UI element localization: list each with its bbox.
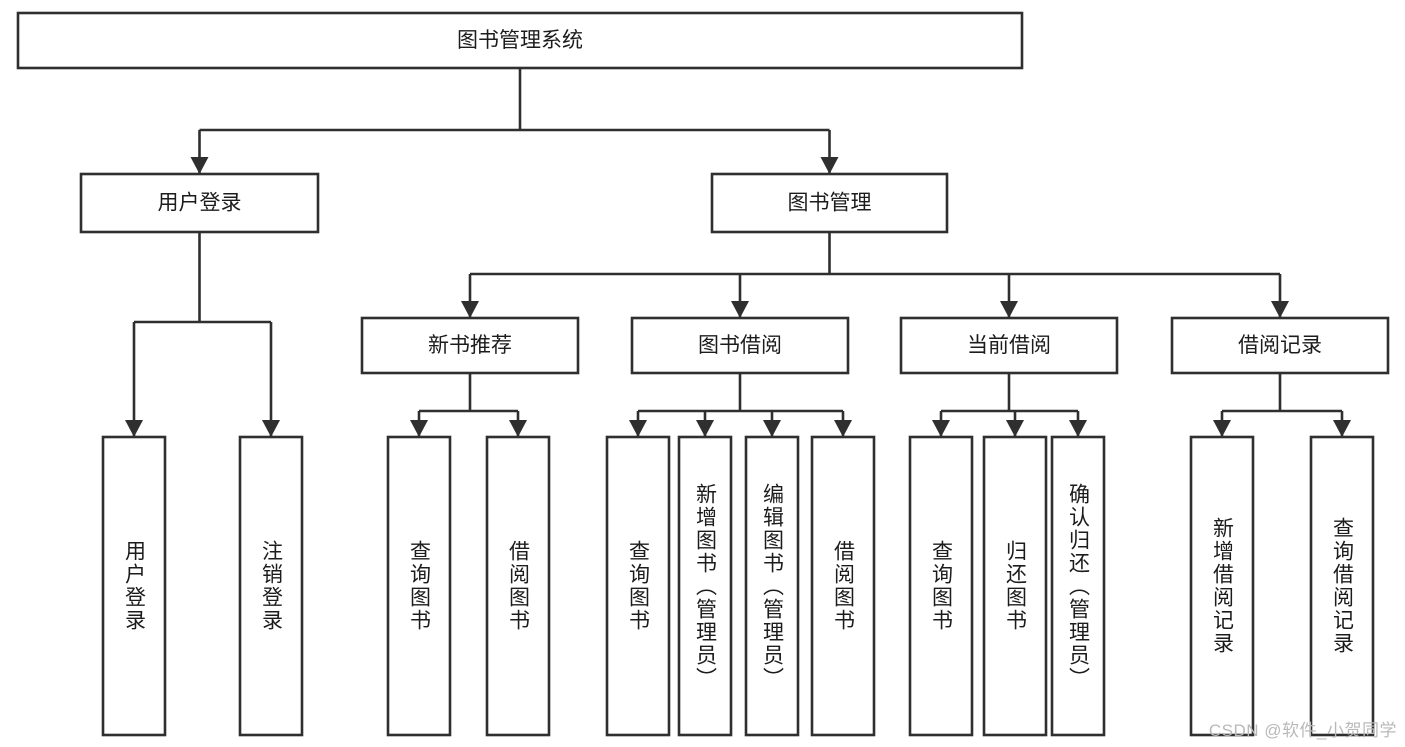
node-label-book-manage: 图书管理 <box>788 192 872 215</box>
node-box-leaf-query-book-borrow[interactable] <box>605 435 671 737</box>
node-box-leaf-add-book-admin[interactable] <box>677 435 733 737</box>
node-box-leaf-borrow-book-recommend[interactable] <box>485 435 551 737</box>
node-box-leaf-query-borrow-record[interactable] <box>1309 435 1375 737</box>
node-label-user-login: 用户登录 <box>158 192 242 215</box>
node-leaf-confirm-return-admin[interactable] <box>1050 435 1106 737</box>
arrow-icon-new-book-recommend <box>461 301 479 318</box>
arrow-icon-current-borrow <box>1000 301 1018 318</box>
node-leaf-query-book-recommend[interactable] <box>386 435 452 737</box>
arrow-icon-leaf-borrow-book <box>834 420 852 437</box>
csdn-watermark: CSDN @软件_小贺同学 <box>1208 721 1397 740</box>
node-label-new-book-recommend: 新书推荐 <box>428 334 512 357</box>
node-leaf-query-borrow-record[interactable] <box>1309 435 1375 737</box>
node-box-current-borrow[interactable] <box>899 316 1119 375</box>
node-box-borrow-record[interactable] <box>1170 316 1390 375</box>
node-leaf-query-book-current[interactable] <box>908 435 974 737</box>
node-box-user-login[interactable] <box>79 172 320 234</box>
arrow-icon-book-manage <box>820 157 839 174</box>
arrow-icon-leaf-add-book-admin <box>696 420 714 437</box>
node-leaf-query-book-borrow[interactable] <box>605 435 671 737</box>
connector-layer <box>125 68 1351 437</box>
node-book-borrow[interactable]: 图书借阅 <box>630 316 850 375</box>
node-box-book-borrow[interactable] <box>630 316 850 375</box>
arrow-icon-borrow-record <box>1271 301 1289 318</box>
node-new-book-recommend[interactable]: 新书推荐 <box>360 316 580 375</box>
node-box-leaf-edit-book-admin[interactable] <box>744 435 800 737</box>
node-leaf-borrow-book-recommend[interactable] <box>485 435 551 737</box>
node-box-root[interactable] <box>16 11 1024 70</box>
arrow-icon-leaf-query-book-recommend <box>410 420 428 437</box>
node-borrow-record[interactable]: 借阅记录 <box>1170 316 1390 375</box>
node-leaf-return-book[interactable] <box>982 435 1048 737</box>
node-box-leaf-borrow-book[interactable] <box>810 435 876 737</box>
arrow-icon-book-borrow <box>731 301 749 318</box>
arrow-icon-leaf-add-borrow-record <box>1213 420 1231 437</box>
node-box-leaf-add-borrow-record[interactable] <box>1189 435 1255 737</box>
arrow-icon-user-login <box>190 157 209 174</box>
arrow-icon-leaf-edit-book-admin <box>763 420 781 437</box>
node-box-new-book-recommend[interactable] <box>360 316 580 375</box>
arrow-icon-leaf-logout <box>262 420 280 437</box>
node-box-leaf-logout[interactable] <box>238 435 304 737</box>
node-leaf-logout[interactable] <box>238 435 304 737</box>
arrow-icon-leaf-query-book-borrow <box>629 420 647 437</box>
node-label-current-borrow: 当前借阅 <box>967 334 1051 357</box>
node-leaf-add-book-admin[interactable] <box>677 435 733 737</box>
node-box-leaf-user-login[interactable] <box>101 435 167 737</box>
node-leaf-borrow-book[interactable] <box>810 435 876 737</box>
arrow-icon-leaf-borrow-book-recommend <box>509 420 527 437</box>
node-label-book-borrow: 图书借阅 <box>698 334 782 357</box>
arrow-icon-leaf-user-login <box>125 420 143 437</box>
node-label-borrow-record: 借阅记录 <box>1238 334 1322 357</box>
arrow-icon-leaf-return-book <box>1006 420 1024 437</box>
node-box-leaf-return-book[interactable] <box>982 435 1048 737</box>
arrow-icon-leaf-query-book-current <box>932 420 950 437</box>
node-leaf-edit-book-admin[interactable] <box>744 435 800 737</box>
node-box-leaf-query-book-current[interactable] <box>908 435 974 737</box>
node-box-book-manage[interactable] <box>710 172 949 234</box>
node-current-borrow[interactable]: 当前借阅 <box>899 316 1119 375</box>
arrow-icon-leaf-query-borrow-record <box>1333 420 1351 437</box>
node-box-leaf-query-book-recommend[interactable] <box>386 435 452 737</box>
node-user-login[interactable]: 用户登录 <box>79 172 320 234</box>
node-book-manage[interactable]: 图书管理 <box>710 172 949 234</box>
node-leaf-user-login[interactable] <box>101 435 167 737</box>
node-label-root: 图书管理系统 <box>457 29 583 52</box>
node-root[interactable]: 图书管理系统 <box>16 11 1024 70</box>
arrow-icon-leaf-confirm-return-admin <box>1069 420 1087 437</box>
node-box-leaf-confirm-return-admin[interactable] <box>1050 435 1106 737</box>
node-leaf-add-borrow-record[interactable] <box>1189 435 1255 737</box>
